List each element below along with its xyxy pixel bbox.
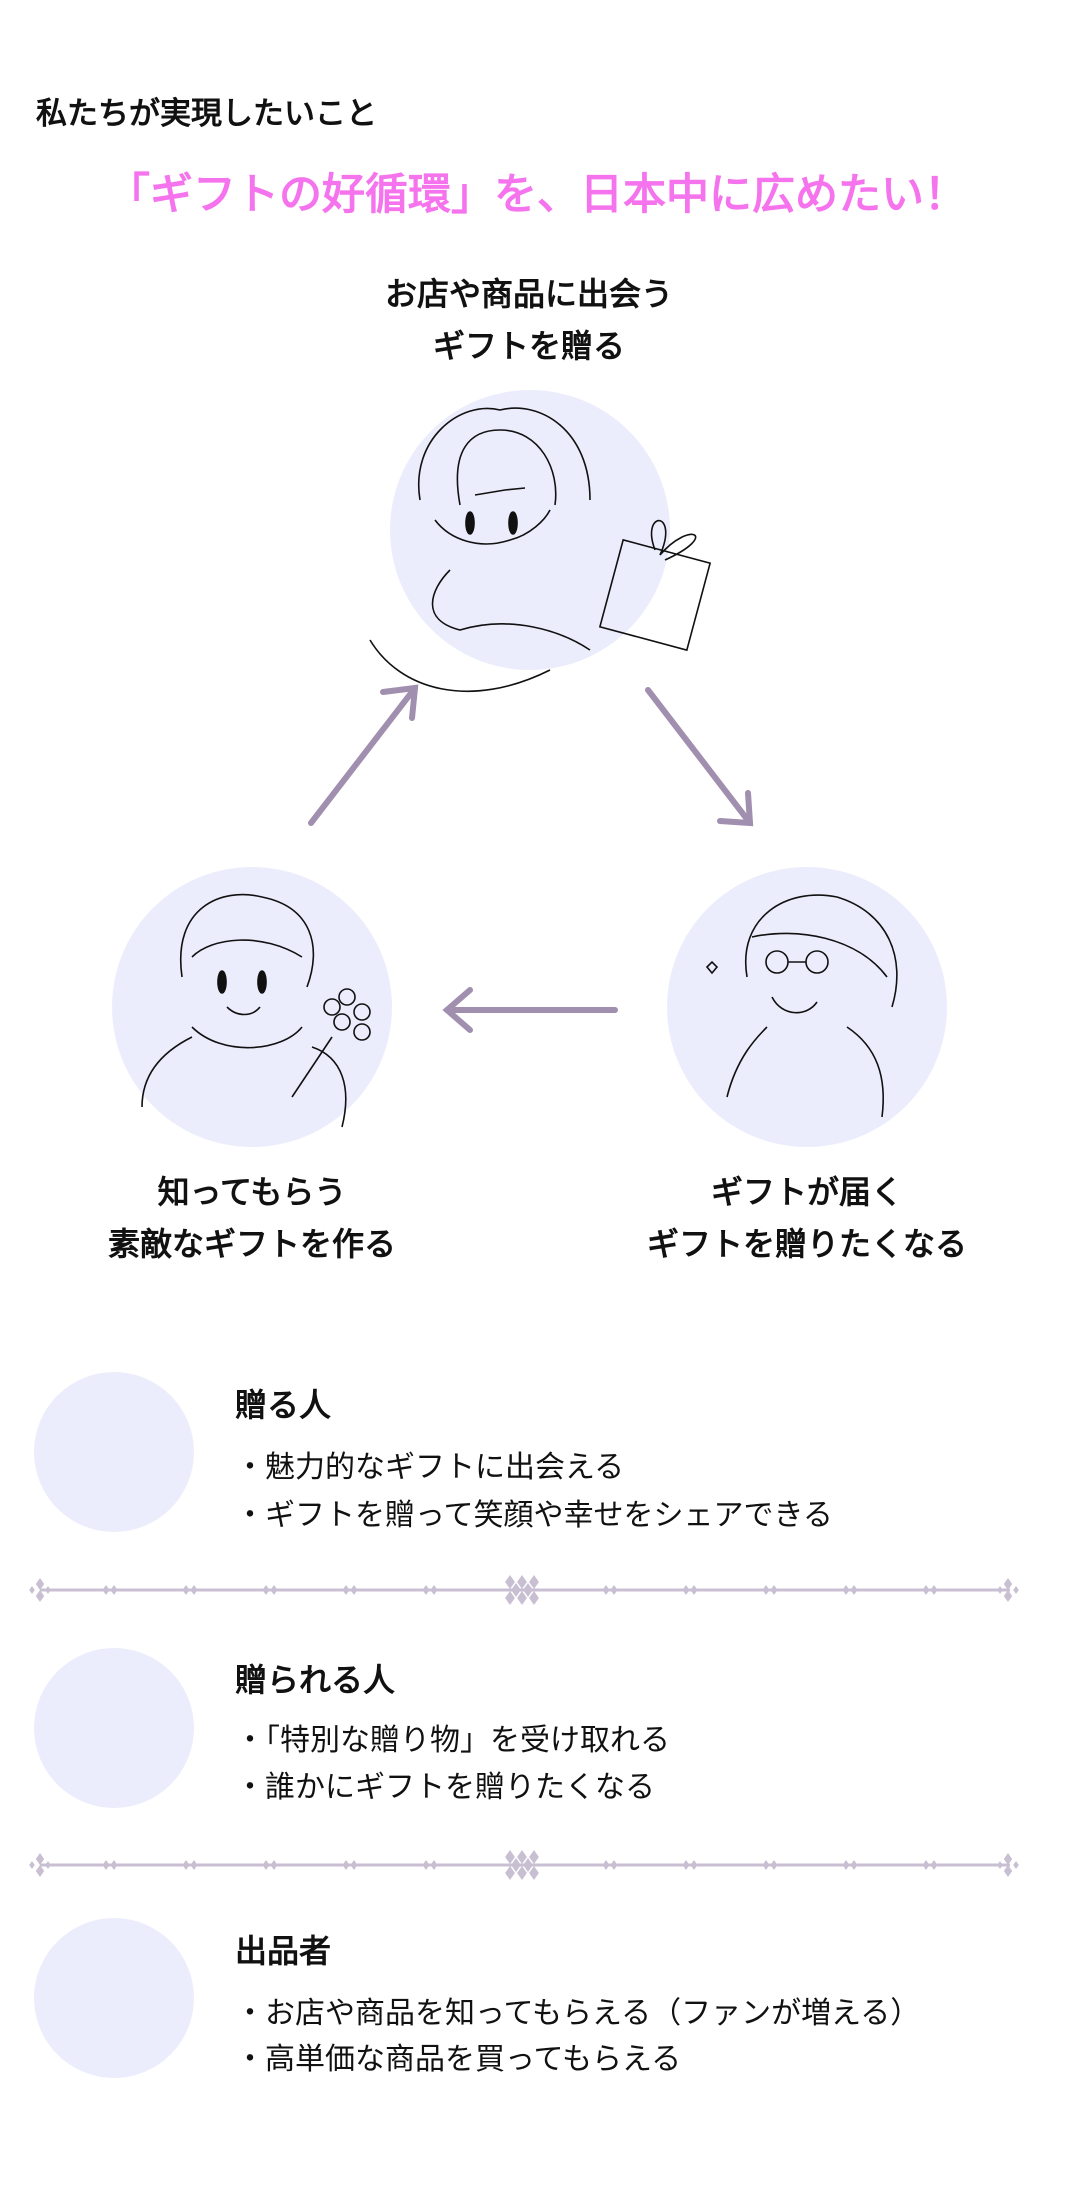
slogan: 「ギフトの好循環」を、日本中に広めたい！ bbox=[107, 170, 967, 220]
receiver-illustration bbox=[705, 894, 898, 1118]
arrow-left-icon bbox=[442, 987, 618, 1033]
cycle-arrows bbox=[308, 684, 754, 1033]
cycle-label-receiver: ギフトが届く ギフトを贈りたくなる bbox=[547, 1166, 1067, 1270]
label-line: ギフトが届く bbox=[710, 1173, 903, 1211]
label-line: お店や商品に出会う bbox=[384, 275, 673, 313]
page-heading: 私たちが実現したいこと bbox=[36, 96, 377, 132]
receiver-illustration-bg bbox=[667, 867, 947, 1147]
giver-illustration bbox=[369, 407, 712, 692]
bullet: ・「特別な贈り物」を受け取れる bbox=[235, 1723, 670, 1758]
divider bbox=[29, 1575, 1019, 1605]
label-line: ギフトを贈る bbox=[432, 327, 625, 365]
cycle-label-giver: お店や商品に出会う ギフトを贈る bbox=[269, 268, 789, 372]
section-title-giver: 贈る人 bbox=[235, 1386, 332, 1424]
label-line: ギフトを贈りたくなる bbox=[646, 1225, 967, 1263]
seller-avatar bbox=[34, 1918, 194, 2078]
divider bbox=[29, 1850, 1019, 1880]
bullet: ・誰かにギフトを贈りたくなる bbox=[235, 1770, 655, 1805]
label-line: 知ってもらう bbox=[157, 1173, 347, 1211]
cycle-label-seller: 知ってもらう 素敵なギフトを作る bbox=[0, 1166, 512, 1270]
label-line: 素敵なギフトを作る bbox=[107, 1225, 396, 1263]
bullet: ・高単価な商品を買ってもらえる bbox=[235, 2042, 682, 2077]
giver-avatar bbox=[34, 1372, 194, 1532]
receiver-avatar bbox=[34, 1648, 194, 1808]
arrow-up-right-icon bbox=[308, 684, 419, 826]
arrow-down-right-icon bbox=[645, 687, 754, 827]
section-title-seller: 出品者 bbox=[235, 1932, 332, 1970]
bullet: ・魅力的なギフトに出会える bbox=[235, 1450, 625, 1485]
bullet: ・ギフトを贈って笑顔や幸せをシェアできる bbox=[235, 1498, 833, 1533]
seller-illustration bbox=[141, 893, 371, 1128]
bullet: ・お店や商品を知ってもらえる（ファンが増える） bbox=[235, 1996, 921, 2031]
section-title-receiver: 贈られる人 bbox=[235, 1661, 396, 1699]
giver-illustration-bg bbox=[390, 390, 670, 670]
